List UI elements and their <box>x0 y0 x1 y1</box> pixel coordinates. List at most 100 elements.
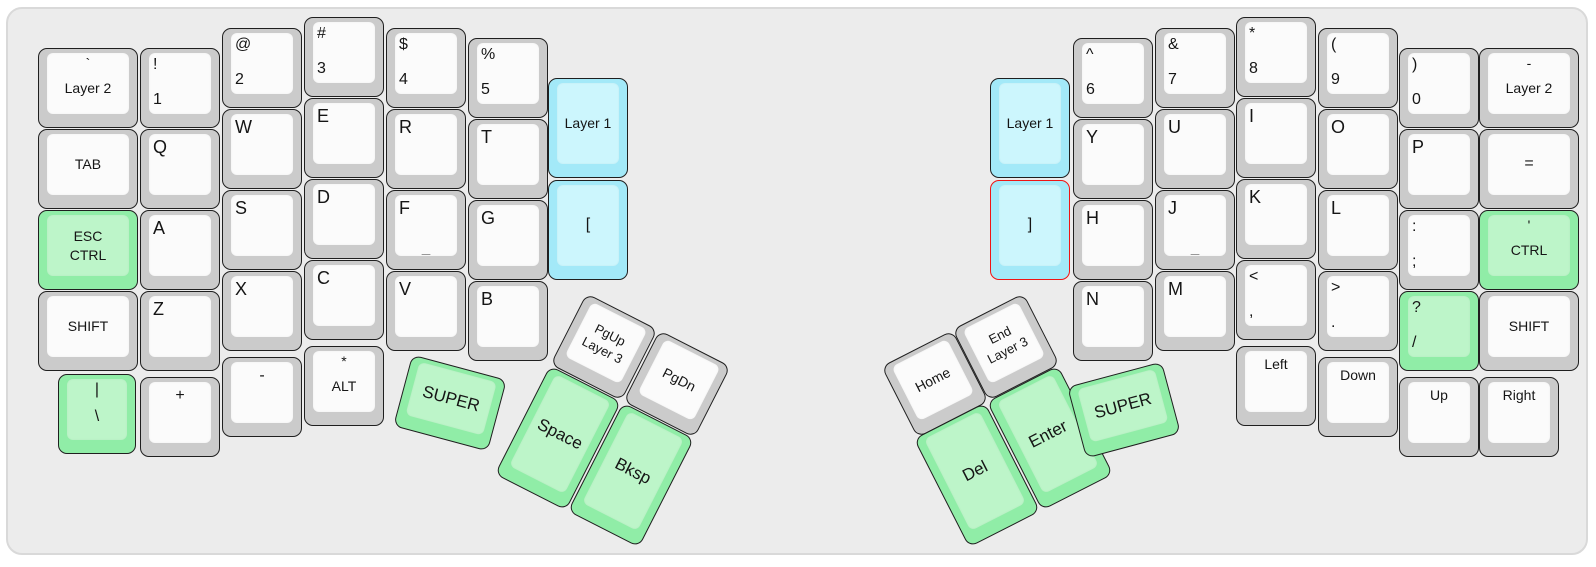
key-amp-7[interactable]: &7 <box>1155 28 1235 108</box>
key-c[interactable]: C <box>304 260 384 340</box>
key-x[interactable]: X <box>222 271 302 351</box>
key-shift-right[interactable]: SHIFT <box>1479 291 1579 371</box>
key-legend-line: ( <box>1331 36 1337 53</box>
key-m[interactable]: M <box>1155 271 1235 351</box>
key-d[interactable]: D <box>304 179 384 259</box>
key-a[interactable]: A <box>140 210 220 290</box>
key-equals[interactable]: = <box>1479 129 1579 209</box>
key-legend-line: ] <box>1027 216 1033 234</box>
key-legend-line: 2 <box>235 70 244 88</box>
key-lt-comma[interactable]: <, <box>1236 260 1316 340</box>
keycap-face <box>1488 53 1570 114</box>
key-legend: A <box>149 215 211 276</box>
key-e[interactable]: E <box>304 98 384 178</box>
key-grave-layer2[interactable]: `Layer 2 <box>38 48 138 128</box>
keycap-face <box>1164 114 1226 175</box>
key-rbracket[interactable]: ] <box>990 180 1070 280</box>
key-legend: SHIFT <box>1488 296 1570 357</box>
key-b[interactable]: B <box>468 281 548 361</box>
key-g[interactable]: G <box>468 200 548 280</box>
key-u[interactable]: U <box>1155 109 1235 189</box>
key-gt-period[interactable]: >. <box>1318 271 1398 351</box>
key-p[interactable]: P <box>1399 129 1479 209</box>
key-legend: &7 <box>1164 33 1226 94</box>
keycap-face <box>1327 276 1389 337</box>
key-legend-line: P <box>1412 137 1425 157</box>
key-percent-5[interactable]: %5 <box>468 38 548 118</box>
key-legend-line: - <box>259 367 265 384</box>
key-exclam-1[interactable]: !1 <box>140 48 220 128</box>
keycap-face <box>1408 53 1470 114</box>
key-legend: J_ <box>1164 195 1226 256</box>
keycap-face <box>477 124 539 185</box>
keycap-face <box>1082 205 1144 266</box>
key-o[interactable]: O <box>1318 109 1398 189</box>
key-rparen-0[interactable]: )0 <box>1399 48 1479 128</box>
keycap-face <box>231 276 293 337</box>
key-q[interactable]: Q <box>140 129 220 209</box>
key-lparen-9[interactable]: (9 <box>1318 28 1398 108</box>
key-l[interactable]: L <box>1318 190 1398 270</box>
key-hash-3[interactable]: #3 <box>304 17 384 97</box>
key-legend-line: # <box>317 25 326 42</box>
keycap-face <box>1408 296 1470 357</box>
key-legend-line: L <box>1331 198 1342 218</box>
key-star-alt[interactable]: *ALT <box>304 346 384 426</box>
key-legend-line: J <box>1168 198 1177 218</box>
key-quote-ctrl[interactable]: 'CTRL <box>1479 210 1579 290</box>
key-j[interactable]: J_ <box>1155 190 1235 270</box>
keycap-face <box>1245 184 1307 245</box>
key-question-slash[interactable]: ?/ <box>1399 291 1479 371</box>
key-y[interactable]: Y <box>1073 119 1153 199</box>
keycap-face <box>231 33 293 94</box>
key-v[interactable]: V <box>386 271 466 351</box>
key-tab[interactable]: TAB <box>38 129 138 209</box>
key-t[interactable]: T <box>468 119 548 199</box>
key-legend-line: @ <box>235 36 252 53</box>
key-layer1-left[interactable]: Layer 1 <box>548 78 628 178</box>
key-legend: ^6 <box>1082 43 1144 104</box>
key-legend-line: Layer 1 <box>564 115 612 132</box>
key-up-arrow[interactable]: Up <box>1399 377 1479 457</box>
key-s[interactable]: S <box>222 190 302 270</box>
key-legend: D <box>313 184 375 245</box>
key-z[interactable]: Z <box>140 291 220 371</box>
key-shift-left[interactable]: SHIFT <box>38 291 138 371</box>
key-pipe-backslash[interactable]: |\ <box>58 374 136 454</box>
key-plus[interactable]: + <box>140 377 220 457</box>
key-layer1-right[interactable]: Layer 1 <box>990 78 1070 178</box>
key-caret-6[interactable]: ^6 <box>1073 38 1153 118</box>
key-legend-line: Up <box>1430 387 1448 403</box>
key-minus-layer2[interactable]: -Layer 2 <box>1479 48 1579 128</box>
keycap-face <box>1488 215 1570 276</box>
key-f[interactable]: F_ <box>386 190 466 270</box>
key-left-arrow[interactable]: Left <box>1236 346 1316 426</box>
key-asterisk-8[interactable]: *8 <box>1236 17 1316 97</box>
keycap-face <box>67 379 127 440</box>
key-w[interactable]: W <box>222 109 302 189</box>
key-colon-semicolon[interactable]: :; <box>1399 210 1479 290</box>
key-lbracket[interactable]: [ <box>548 180 628 280</box>
key-legend-line: 7 <box>1168 70 1177 88</box>
key-legend: |\ <box>67 379 127 440</box>
keycap-face <box>1082 286 1144 347</box>
key-k[interactable]: K <box>1236 179 1316 259</box>
key-h[interactable]: H <box>1073 200 1153 280</box>
key-legend: #3 <box>313 22 375 83</box>
key-n[interactable]: N <box>1073 281 1153 361</box>
key-legend: -Layer 2 <box>1488 53 1570 114</box>
key-r[interactable]: R <box>386 109 466 189</box>
key-legend-line: U <box>1168 117 1181 137</box>
key-i[interactable]: I <box>1236 98 1316 178</box>
key-legend-line: R <box>399 117 412 137</box>
key-down-arrow[interactable]: Down <box>1318 357 1398 437</box>
key-dollar-4[interactable]: $4 <box>386 28 466 108</box>
key-legend: G <box>477 205 539 266</box>
key-legend: K <box>1245 184 1307 245</box>
key-legend-line: C <box>317 268 330 288</box>
key-minus[interactable]: - <box>222 357 302 437</box>
key-at-2[interactable]: @2 <box>222 28 302 108</box>
key-right-arrow[interactable]: Right <box>1479 377 1559 457</box>
